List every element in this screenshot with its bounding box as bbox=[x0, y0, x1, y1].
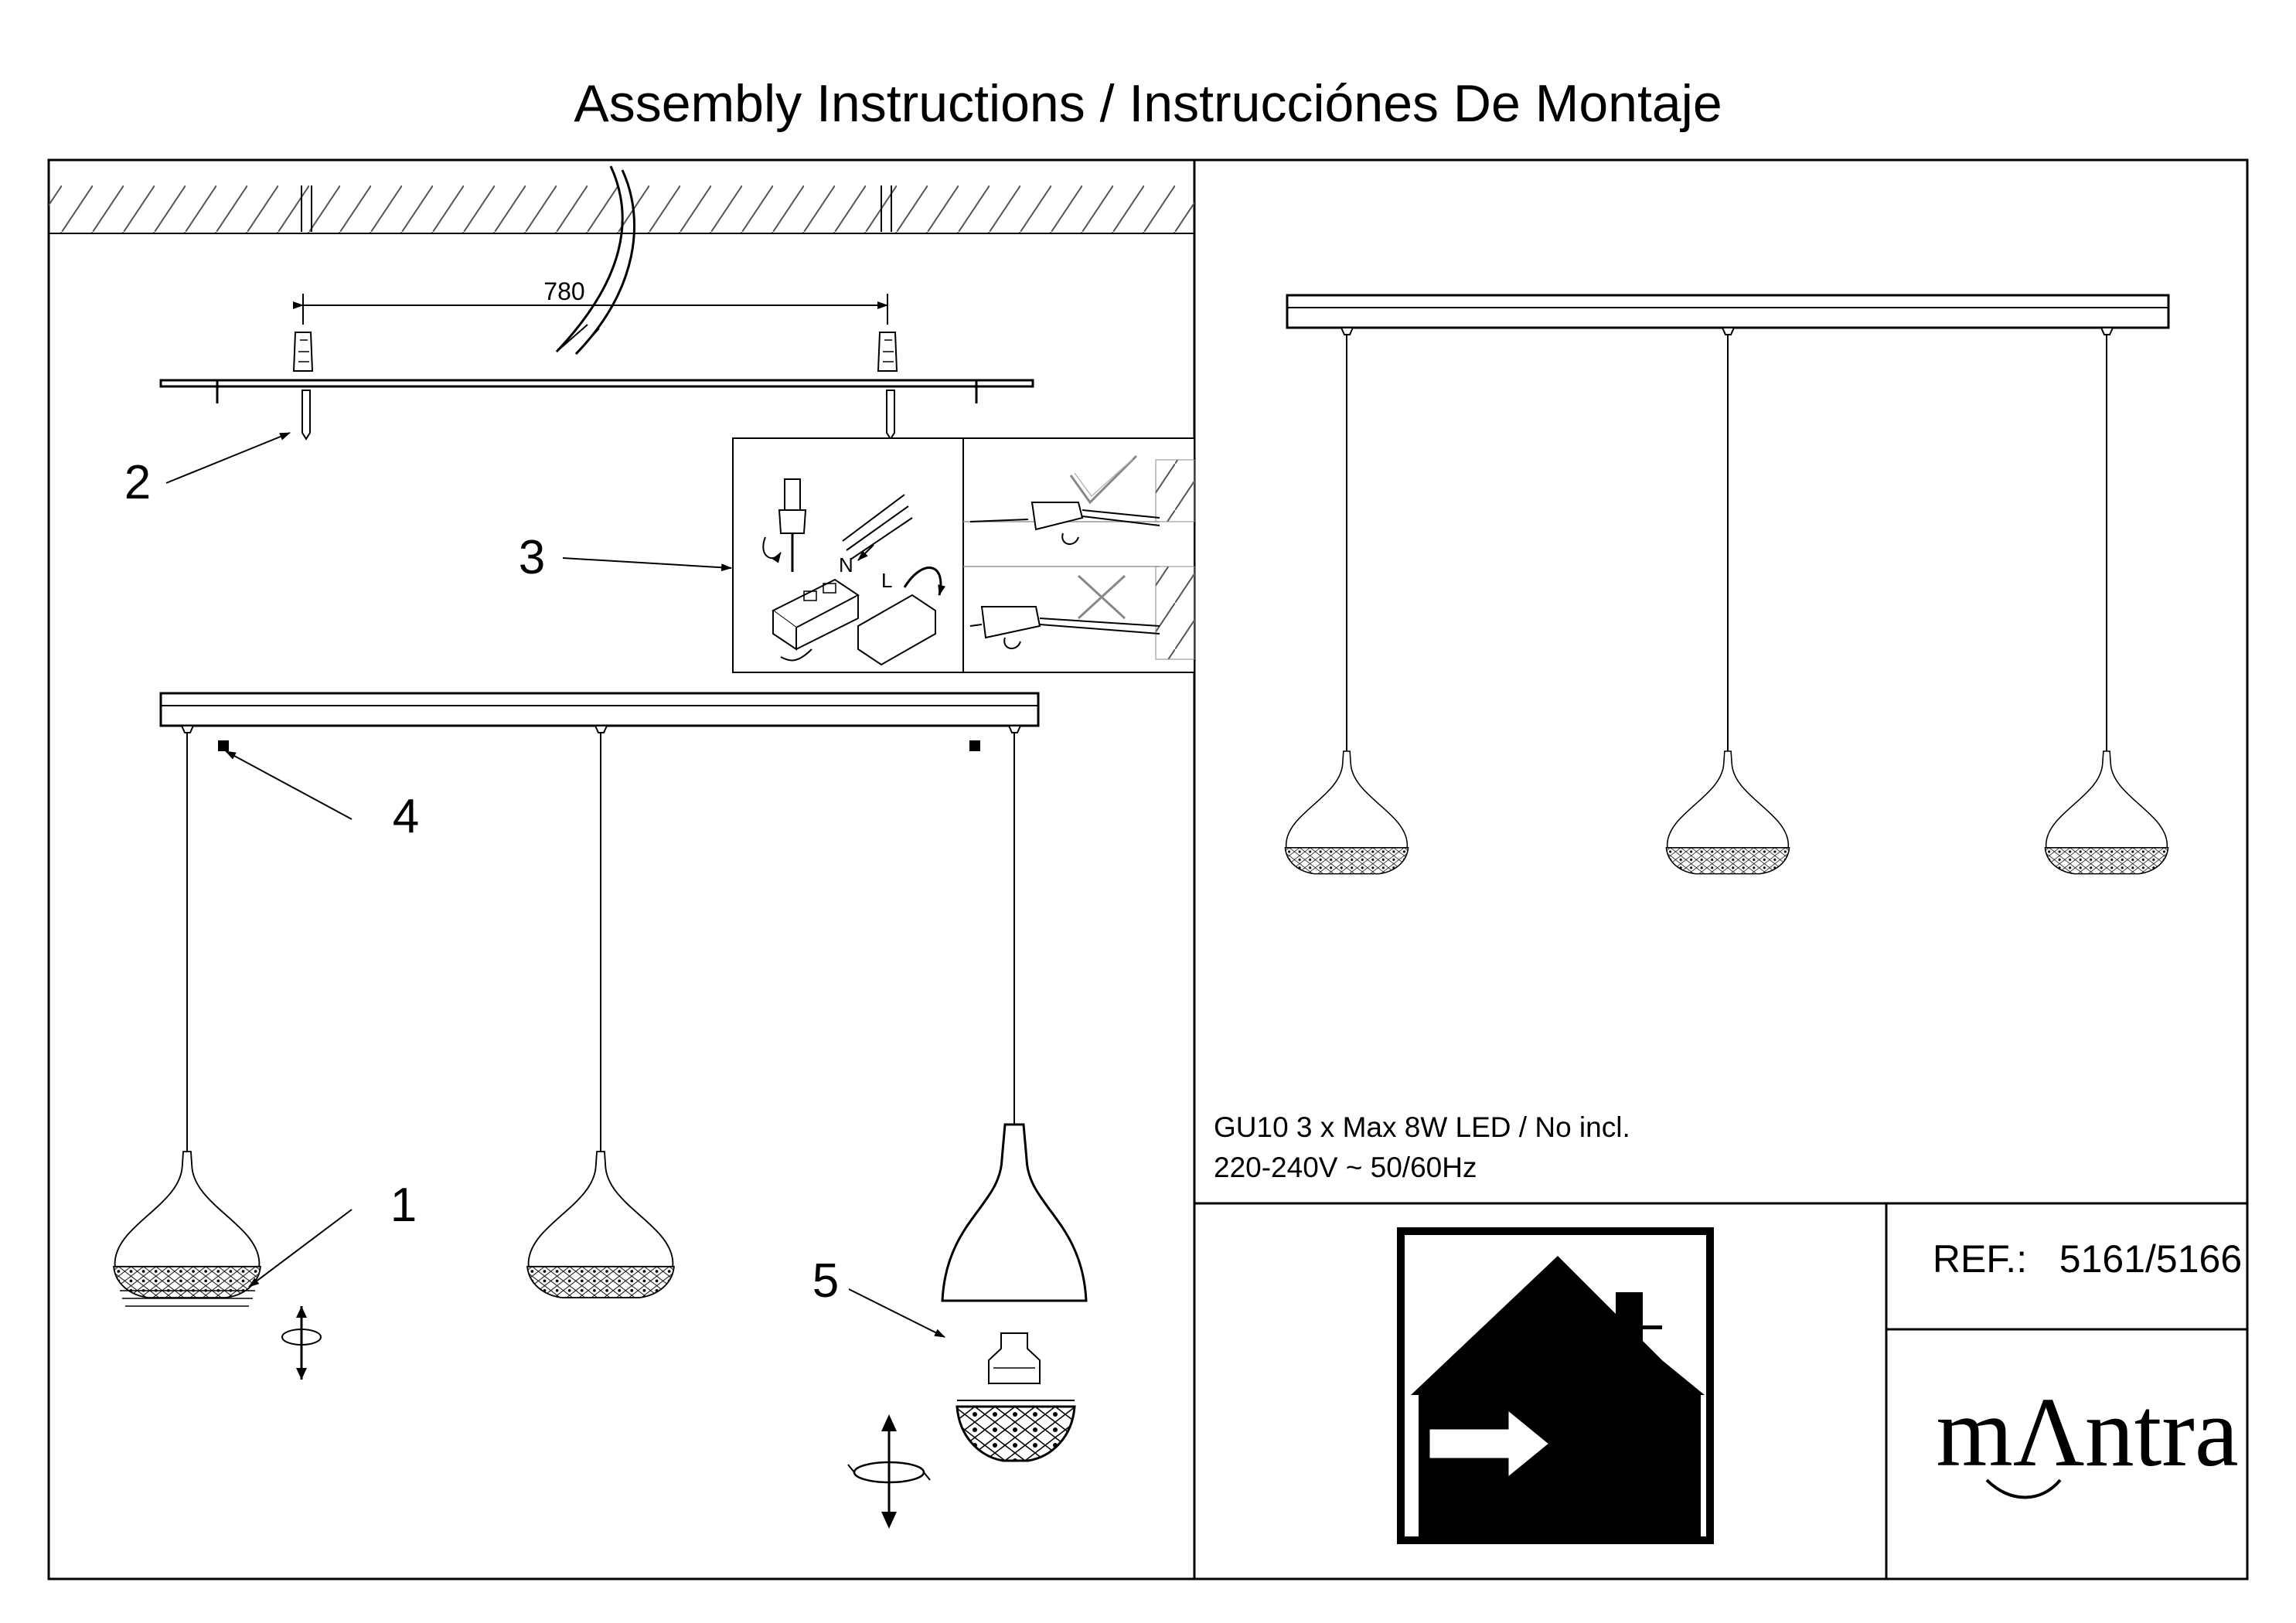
twist-arrow-icon-5 bbox=[847, 1414, 931, 1529]
step-5-number: 5 bbox=[812, 1254, 839, 1308]
live-label: L bbox=[881, 569, 892, 592]
canopy-bar-right bbox=[1286, 294, 2170, 335]
ceiling bbox=[49, 165, 1194, 356]
ref-block: REF.: 5161/5166 bbox=[1886, 1237, 2288, 1281]
wrong-cross-icon bbox=[1077, 574, 1126, 620]
step-1-number: 1 bbox=[390, 1179, 417, 1232]
step-3-number: 3 bbox=[519, 531, 545, 584]
neutral-label: N bbox=[839, 553, 853, 577]
ref-code: 5161/5166 bbox=[2059, 1237, 2243, 1281]
canopy-bar-left bbox=[159, 692, 1040, 751]
mounting-plate bbox=[159, 332, 1034, 441]
screwdriver-icon bbox=[762, 478, 807, 572]
dimension-780 bbox=[293, 294, 888, 325]
spec-bulb: GU10 3 x Max 8W LED / No incl. bbox=[1214, 1111, 1630, 1143]
indoor-use-house-icon bbox=[1397, 1227, 1714, 1544]
pendant-left-3 bbox=[941, 733, 1088, 1462]
brand-smile-mark bbox=[1985, 1478, 2062, 1499]
pendant-right-3 bbox=[2044, 335, 2169, 875]
pendant-left-1 bbox=[113, 733, 261, 1307]
gu10-bulb-icon bbox=[988, 1332, 1041, 1384]
rotate-arrow-icon bbox=[903, 567, 945, 596]
frame-right bbox=[1193, 158, 2249, 1580]
brand-logo: mΛntra bbox=[1936, 1377, 2239, 1487]
spec-voltage: 220-240V ~ 50/60Hz bbox=[1214, 1152, 1477, 1183]
wiring-inset: N L bbox=[732, 437, 1195, 673]
twist-arrow-icon-1 bbox=[281, 1306, 322, 1380]
pendant-right-2 bbox=[1665, 335, 1790, 875]
step-4-number: 4 bbox=[393, 790, 419, 843]
pendant-left-2 bbox=[526, 733, 675, 1299]
page-title: Assembly Instructions / Instrucciónes De… bbox=[574, 74, 1722, 133]
pendant-right-1 bbox=[1284, 335, 1409, 875]
correct-check-icon bbox=[1069, 454, 1138, 505]
dimension-label: 780 bbox=[543, 277, 584, 305]
ref-label: REF.: bbox=[1932, 1237, 2028, 1281]
step-2-number: 2 bbox=[124, 456, 151, 509]
